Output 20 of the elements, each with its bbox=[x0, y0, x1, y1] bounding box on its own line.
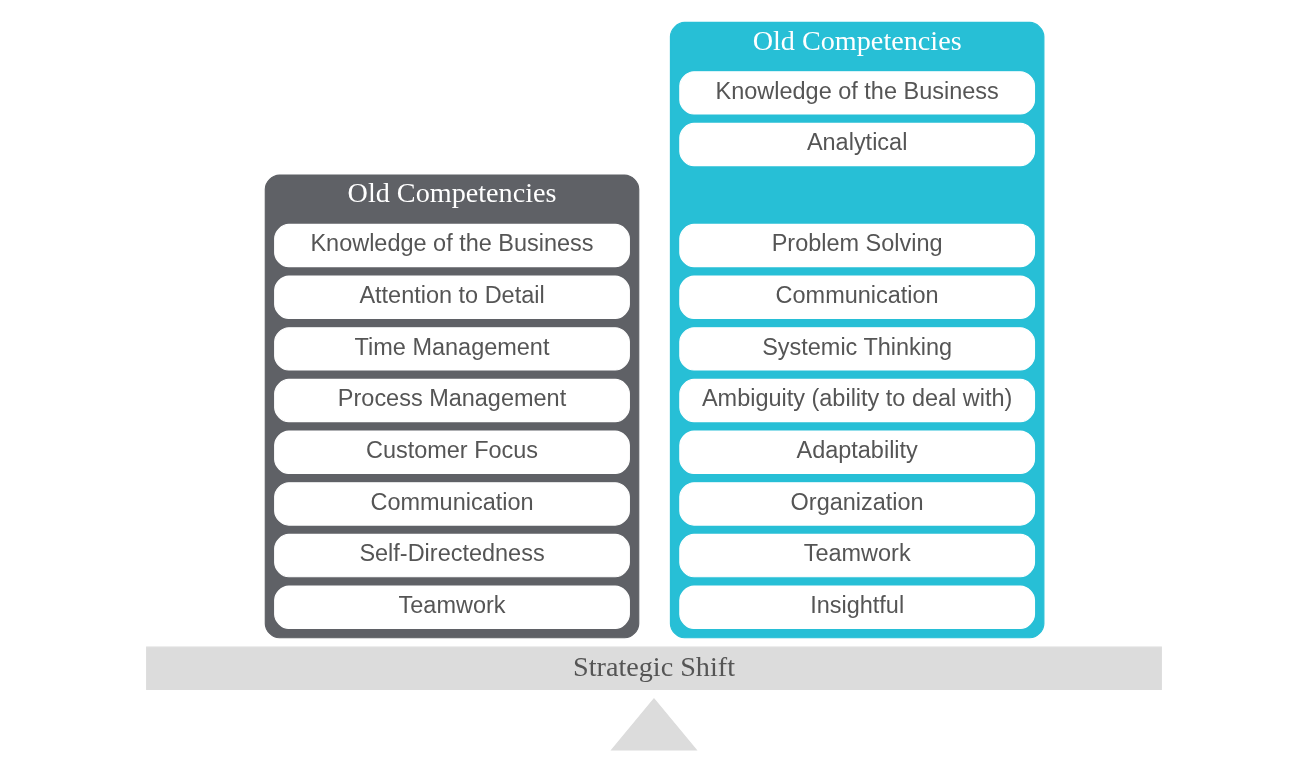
node-box: Systemic Thinking bbox=[678, 327, 1035, 371]
node-box: Organization bbox=[678, 482, 1035, 526]
node-box: Communication bbox=[273, 482, 630, 526]
node-box: Teamwork bbox=[678, 533, 1035, 578]
node-box: Teamwork bbox=[273, 585, 630, 629]
node-box: Customer Focus bbox=[273, 430, 630, 474]
node-box: Knowledge of the Business bbox=[273, 223, 630, 268]
node-box: Ambiguity (ability to deal with) bbox=[678, 378, 1035, 423]
node-box: Process Management bbox=[273, 378, 630, 423]
node-box: Knowledge of the Business bbox=[678, 71, 1035, 115]
node-box: Strategic Shift bbox=[145, 646, 1162, 691]
node-box: Analytical bbox=[678, 122, 1035, 167]
node-box: Attention to Detail bbox=[273, 275, 630, 319]
node-box: Time Management bbox=[273, 327, 630, 371]
node-box: Communication bbox=[678, 275, 1035, 319]
node-box: Insightful bbox=[678, 585, 1035, 629]
node-box: Problem Solving bbox=[678, 223, 1035, 268]
node-box: Adaptability bbox=[678, 430, 1035, 474]
node-triangle bbox=[609, 697, 698, 751]
node-box: Self-Directedness bbox=[273, 533, 630, 578]
